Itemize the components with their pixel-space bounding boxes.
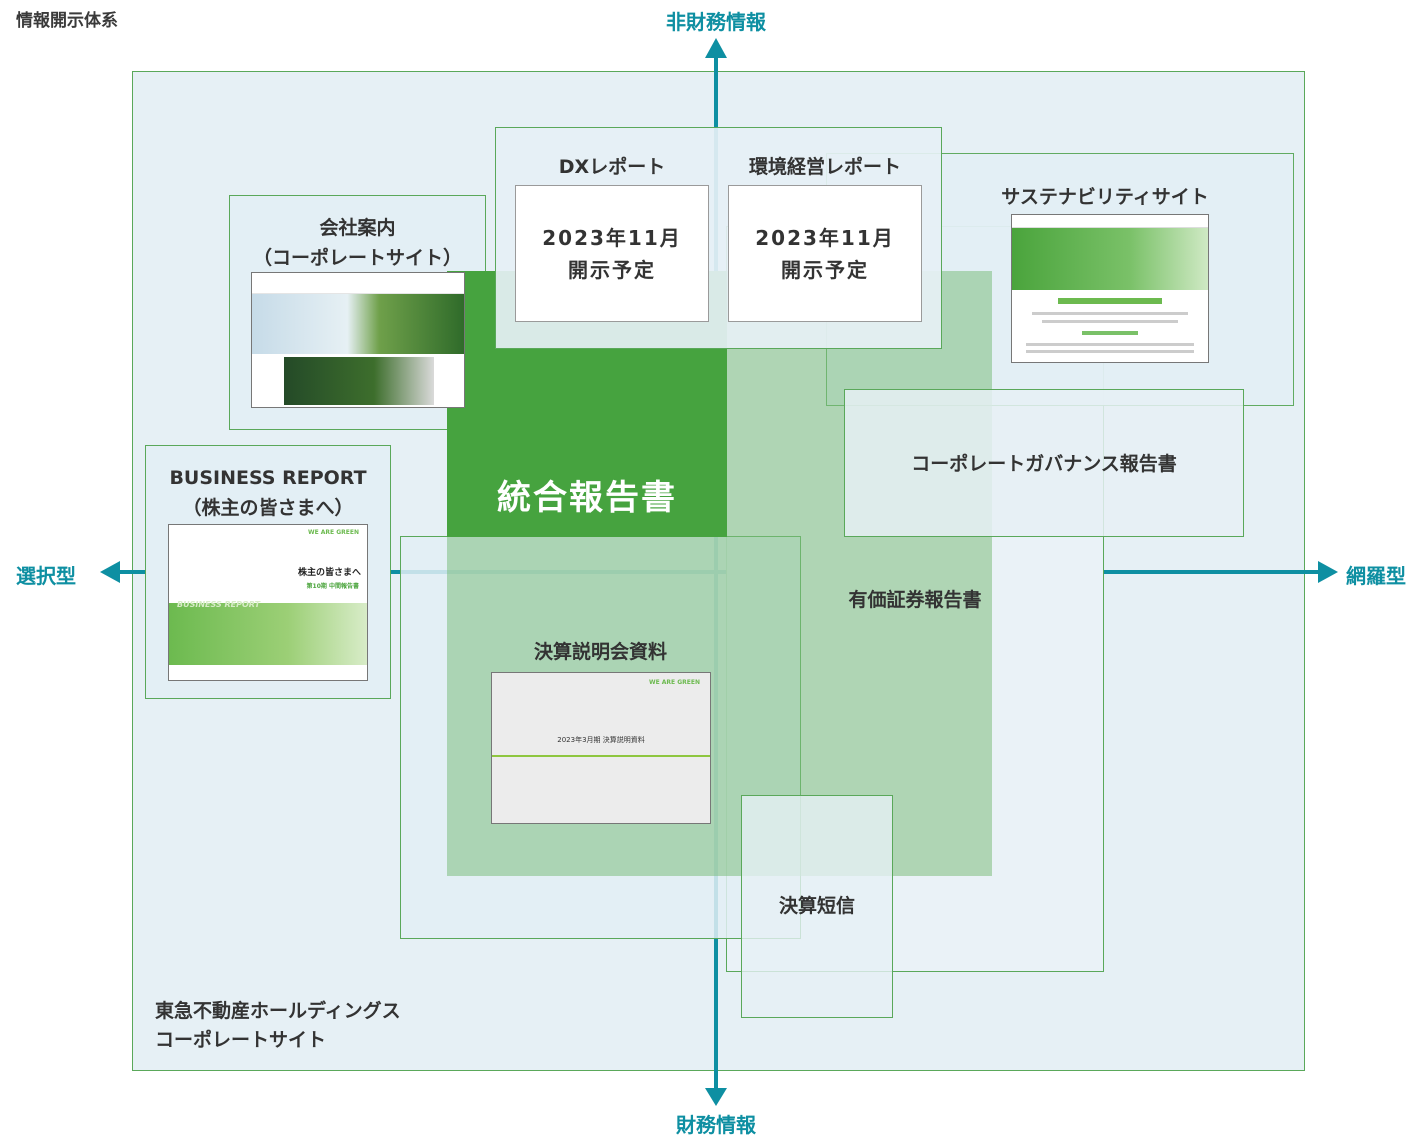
axis-label-right: 網羅型 [1346,564,1406,588]
dx-report-card: 2023年11月 開示予定 [515,185,709,322]
governance-report-label: コーポレートガバナンス報告書 [911,453,1177,475]
business-report-heading: 株主の皆さまへ [297,568,361,578]
earnings-presentation-thumbnail: WE ARE GREEN 2023年3月期 決算説明資料 [491,672,711,824]
earnings-summary-label: 決算短信 [778,895,855,917]
business-report-sub: 第10期 中間報告書 [306,583,359,590]
axis-label-bottom: 財務情報 [676,1113,756,1137]
env-report-date: 2023年11月 [755,225,895,250]
dx-report-date: 2023年11月 [542,225,682,250]
arrow-right-icon [1318,561,1338,583]
slide-we-are-green-text: WE ARE GREEN [648,679,700,686]
sustainability-site-thumbnail [1011,214,1209,363]
arrow-left-icon [100,561,120,583]
page-title: 情報開示体系 [16,11,118,31]
slide-title: 2023年3月期 決算説明資料 [557,736,645,744]
business-report-thumbnail: WE ARE GREEN 株主の皆さまへ 第10期 中間報告書 BUSINESS… [168,524,368,681]
company-guide-label-2: （コーポレートサイト） [252,247,462,269]
env-report-label: 環境経営レポート [748,156,901,178]
earnings-presentation-label: 決算説明会資料 [533,641,667,663]
sustainability-site-label: サステナビリティサイト [1001,186,1209,208]
we-are-green-text: WE ARE GREEN [307,529,359,536]
env-report-status: 開示予定 [781,257,869,282]
arrow-up-icon [705,38,727,58]
company-guide-thumbnail [251,272,465,408]
dx-report-label: DXレポート [558,156,666,178]
business-report-label-1: BUSINESS REPORT [169,467,367,489]
axis-label-left: 選択型 [16,564,76,588]
corporate-site-label-2: コーポレートサイト [155,1029,327,1051]
governance-report-panel [844,389,1244,537]
axis-label-top: 非財務情報 [666,10,766,34]
env-report-card: 2023年11月 開示予定 [728,185,922,322]
earnings-summary-panel [741,795,893,1018]
dx-report-status: 開示予定 [568,257,656,282]
arrow-down-icon [705,1088,727,1106]
business-report-banner: BUSINESS REPORT [177,600,261,609]
securities-report-label: 有価証券報告書 [848,589,982,611]
business-report-label-2: （株主の皆さまへ） [182,497,354,519]
corporate-site-label-1: 東急不動産ホールディングス [155,1000,401,1022]
integrated-report-label: 統合報告書 [497,478,677,518]
company-guide-label-1: 会社案内 [319,217,396,239]
